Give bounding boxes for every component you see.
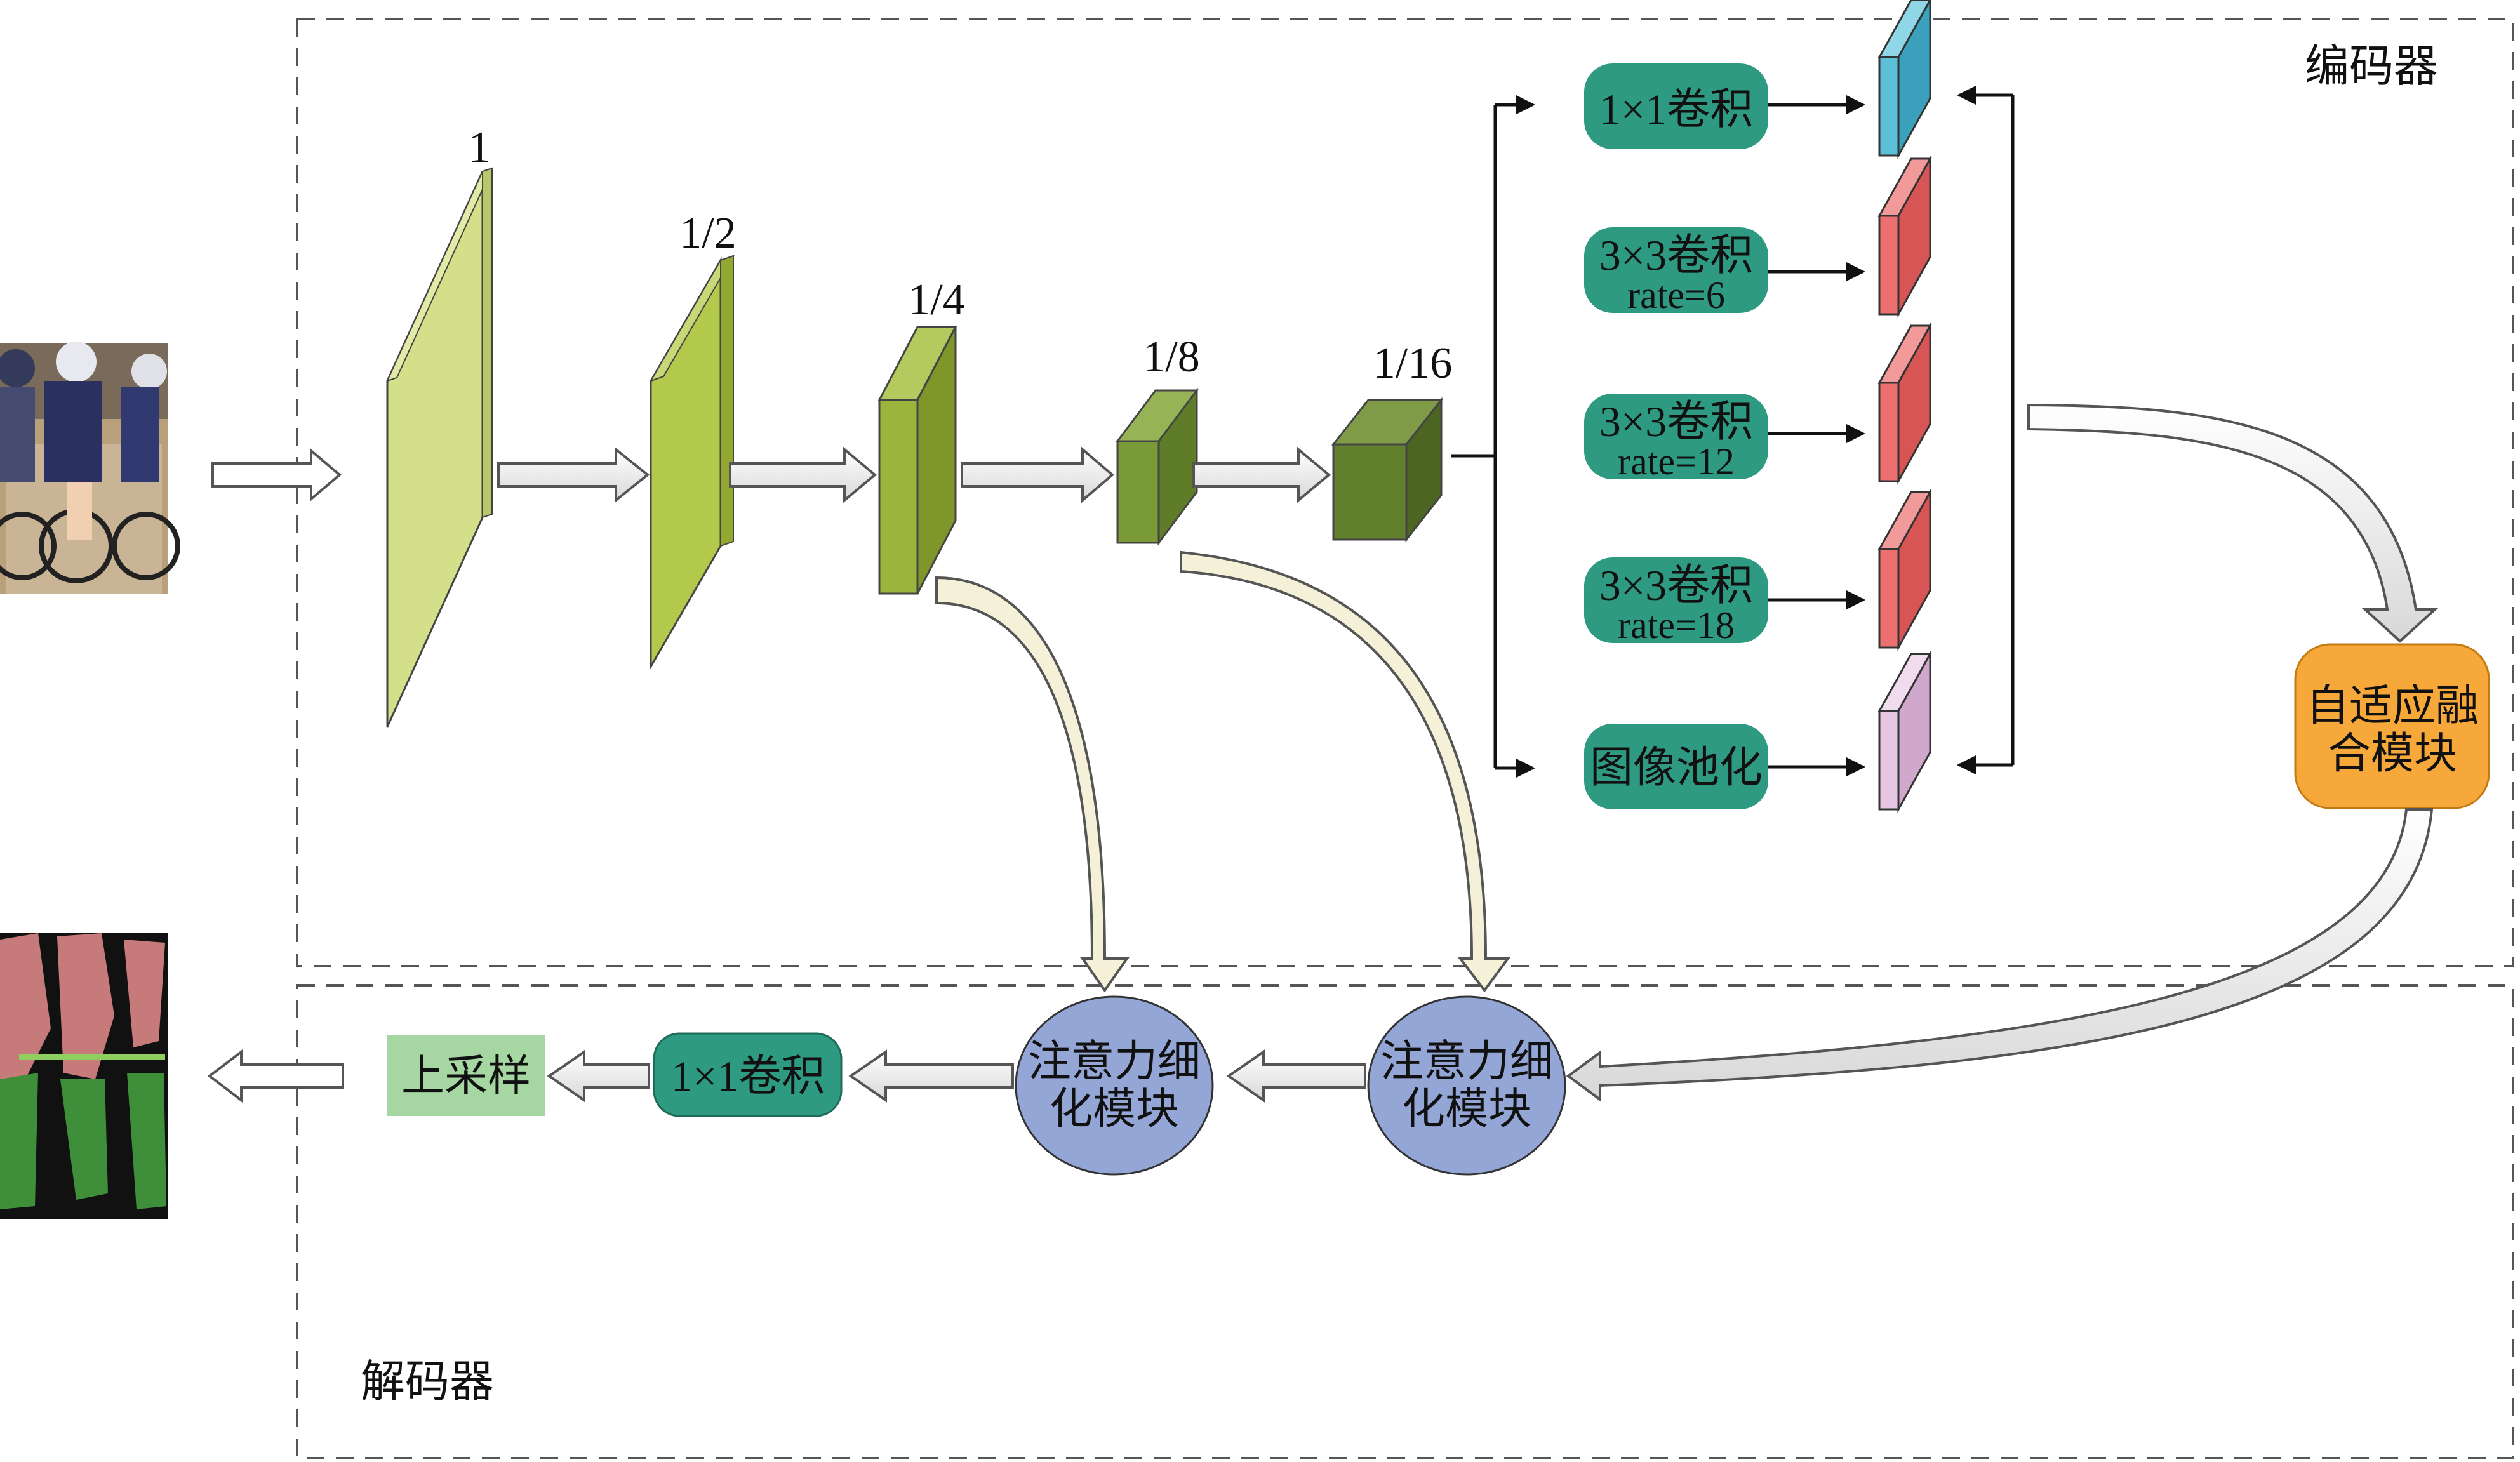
aspp-branch-4: 3×3卷积 rate=18 [1584, 488, 1932, 651]
conv3x3-rate18-line2: rate=18 [1618, 604, 1735, 646]
conv3x3-rate6-line2: rate=6 [1627, 274, 1725, 316]
image-pooling-box [1584, 724, 1768, 809]
segmentation-output-icon [0, 933, 168, 1219]
encoder-region [296, 18, 2514, 967]
conv3x3-rate6-line1: 3×3卷积 [1599, 231, 1753, 279]
feature-slice-5 [1877, 650, 1932, 813]
to-fusion-arrow [2027, 403, 2439, 643]
feature-slice-2 [1877, 155, 1932, 318]
fusion-label-line2: 合模块 [2328, 729, 2457, 778]
scale-label-1: 1 [469, 123, 491, 172]
output-arrow [207, 1049, 344, 1103]
skip-arrow-eighth [1180, 550, 1510, 993]
aspp-collector [1957, 86, 2015, 774]
feature-slice-3 [1877, 322, 1932, 485]
feature-map-1 [386, 167, 493, 728]
feature-map-3 [877, 326, 957, 595]
feature-slice-1 [1877, 0, 1931, 159]
decoder-label: 解码器 [361, 1358, 494, 1407]
feature-map-5 [1331, 397, 1444, 543]
input-image-icon [0, 342, 180, 594]
attention-2-line1: 注意力细 [1380, 1037, 1553, 1086]
attention-2-line2: 化模块 [1402, 1085, 1531, 1133]
aspp-connector [1451, 95, 1535, 778]
decoder-arrows [547, 1049, 1366, 1103]
input-arrow [211, 448, 342, 502]
scale-label-2: 1/2 [679, 209, 736, 258]
attention-module-2 [1367, 995, 1566, 1176]
fusion-label-line1: 自适应融 [2306, 682, 2479, 730]
decoder-conv1x1-box [653, 1032, 843, 1117]
feature-map-4 [1116, 387, 1199, 546]
conv3x3-rate12-line2: rate=12 [1618, 441, 1735, 482]
scale-label-5: 1/16 [1373, 339, 1452, 388]
upsample-label: 上采样 [401, 1052, 531, 1100]
aspp-branch-3: 3×3卷积 rate=12 [1584, 322, 1932, 485]
conv3x3-rate12-box [1584, 394, 1768, 479]
conv1x1-box [1584, 63, 1768, 149]
skip-arrow-quarter [935, 576, 1130, 993]
attention-1-line1: 注意力细 [1028, 1037, 1201, 1086]
scale-label-3: 1/4 [908, 276, 964, 324]
image-pooling-label: 图像池化 [1590, 743, 1763, 792]
attention-1-line2: 化模块 [1050, 1085, 1179, 1133]
feature-slice-4 [1877, 488, 1932, 651]
aspp-branch-1: 1×1卷积 [1584, 0, 1931, 159]
decoder-region [296, 984, 2514, 1459]
conv1x1-label: 1×1卷积 [1599, 85, 1753, 133]
conv3x3-rate6-box [1584, 227, 1768, 313]
upsample-box [387, 1035, 545, 1116]
aspp-branch-5: 图像池化 [1584, 650, 1932, 813]
attention-module-1 [1015, 995, 1214, 1176]
conv3x3-rate12-line1: 3×3卷积 [1599, 397, 1753, 446]
scale-label-4: 1/8 [1143, 333, 1199, 382]
encoder-label: 编码器 [2305, 43, 2438, 91]
decoder-conv1x1-label: 1×1卷积 [671, 1052, 825, 1100]
conv3x3-rate18-line1: 3×3卷积 [1599, 561, 1753, 609]
backbone-arrows [497, 446, 1331, 503]
feature-map-2 [649, 255, 735, 670]
conv3x3-rate18-box [1584, 557, 1768, 643]
aspp-branch-2: 3×3卷积 rate=6 [1584, 155, 1932, 318]
fusion-to-attention-arrow [1566, 808, 2434, 1102]
adaptive-fusion-module [2294, 643, 2490, 809]
